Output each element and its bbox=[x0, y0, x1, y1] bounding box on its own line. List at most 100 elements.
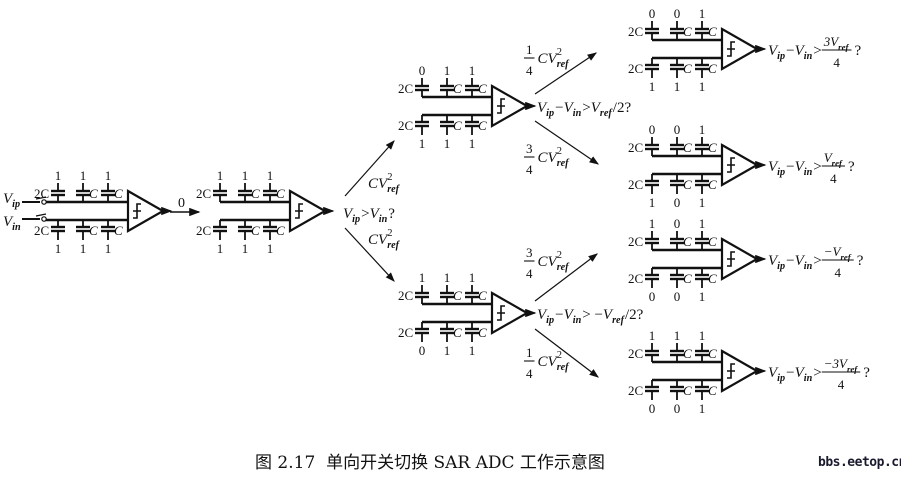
switch-bit: 1 bbox=[105, 241, 112, 256]
cap-value-label: 2C bbox=[628, 140, 643, 155]
subscript: ip bbox=[777, 373, 785, 384]
cap-value-label: C bbox=[89, 186, 98, 201]
hysteresis-icon bbox=[497, 98, 505, 114]
branch-arrow bbox=[344, 227, 395, 282]
capacitor-bottom-0: 12C bbox=[398, 115, 429, 151]
capacitor-bottom-0: 12C bbox=[628, 174, 659, 210]
capacitor-bottom-2: 1C bbox=[465, 322, 487, 358]
math-text: 4 bbox=[526, 366, 533, 381]
comparator bbox=[720, 143, 760, 187]
branch-arrow bbox=[534, 52, 597, 95]
hysteresis-icon bbox=[295, 203, 303, 219]
subscript: ref bbox=[838, 42, 849, 52]
capacitor-top-1: 0C bbox=[670, 122, 692, 156]
fraction-numerator: 1 bbox=[526, 42, 533, 57]
superscript: 2 bbox=[387, 172, 392, 183]
capacitor-top-2: 1C bbox=[695, 6, 717, 40]
input-switches bbox=[22, 196, 47, 222]
switch-bit: 1 bbox=[217, 168, 224, 183]
switch-bit: 1 bbox=[699, 79, 706, 94]
math-symbol: V bbox=[591, 100, 602, 116]
branch-arrow bbox=[344, 140, 395, 197]
comparator bbox=[490, 84, 530, 128]
superscript: 2 bbox=[557, 146, 562, 157]
math-text: > bbox=[582, 100, 590, 116]
cap-value-label: 2C bbox=[628, 234, 643, 249]
switch-bit: 1 bbox=[217, 241, 224, 256]
cap-value-label: 2C bbox=[628, 271, 643, 286]
subscript: ip bbox=[546, 315, 554, 326]
subscript: in bbox=[573, 108, 582, 119]
branch-arrow bbox=[534, 253, 598, 302]
math-text: 4 bbox=[526, 63, 533, 78]
switch-bit: 1 bbox=[699, 216, 706, 231]
math-symbol: V bbox=[548, 51, 559, 67]
cap-value-label: 2C bbox=[398, 81, 413, 96]
switch-contact bbox=[41, 199, 47, 205]
hysteresis-icon bbox=[727, 251, 735, 267]
step-label: 0 bbox=[178, 196, 185, 211]
math-text: 4 bbox=[526, 162, 533, 177]
cap-value-label: 2C bbox=[628, 177, 643, 192]
switch-bit: 1 bbox=[55, 241, 62, 256]
capacitor-top-0: 0 2C bbox=[398, 63, 429, 97]
switch-bit: 0 bbox=[674, 216, 681, 231]
cap-value-label: C bbox=[276, 223, 285, 238]
math-text: 3 bbox=[526, 245, 533, 260]
math-symbol: V bbox=[564, 307, 575, 323]
subscript: ip bbox=[777, 167, 785, 178]
capacitor-bottom-2: 1C bbox=[101, 220, 123, 256]
capacitor-bottom-1: 0C bbox=[670, 268, 692, 304]
hysteresis-icon bbox=[727, 157, 735, 173]
capacitor-bottom-1: 1C bbox=[76, 220, 98, 256]
math-symbol: C bbox=[368, 176, 379, 192]
cap-value-label: C bbox=[708, 177, 717, 192]
capacitor-top-2: 1C bbox=[465, 63, 487, 97]
cap-value-label: 2C bbox=[34, 223, 49, 238]
math-text: − bbox=[786, 253, 794, 269]
cap-value-label: 2C bbox=[628, 24, 643, 39]
switch-contact bbox=[41, 216, 47, 222]
fraction: 34 bbox=[524, 245, 535, 281]
fraction: 14 bbox=[524, 42, 535, 78]
fraction-denominator: 4 bbox=[526, 63, 533, 78]
cap-value-label: C bbox=[683, 177, 692, 192]
math-text: > bbox=[813, 365, 821, 381]
switch-bit: 1 bbox=[444, 270, 451, 285]
switch-bit: 1 bbox=[699, 6, 706, 21]
cap-value-label: C bbox=[708, 346, 717, 361]
cap-value-label: C bbox=[683, 234, 692, 249]
math-symbol: V bbox=[378, 232, 389, 248]
cap-value-label: C bbox=[708, 61, 717, 76]
switch-bit: 0 bbox=[674, 401, 681, 416]
cap-value-label: 2C bbox=[628, 61, 643, 76]
subscript: ip bbox=[777, 51, 785, 62]
math-text: ? bbox=[848, 159, 855, 175]
superscript: 2 bbox=[387, 228, 392, 239]
cap-value-label: C bbox=[89, 223, 98, 238]
capacitor-bottom-1: 0C bbox=[670, 380, 692, 416]
switch-bit: 0 bbox=[419, 63, 426, 78]
watermark: bbs.eetop.cn bbox=[818, 455, 901, 470]
fraction-numerator: 3 bbox=[526, 141, 533, 156]
math-symbol: C bbox=[538, 354, 549, 370]
cap-value-label: C bbox=[478, 288, 487, 303]
capacitor-top-2: 1C bbox=[101, 168, 123, 202]
switch-bit: 0 bbox=[649, 122, 656, 137]
cap-value-label: C bbox=[683, 61, 692, 76]
capacitor-bottom-0: 02C bbox=[628, 268, 659, 304]
cap-value-label: C bbox=[708, 271, 717, 286]
math-text: − bbox=[786, 159, 794, 175]
fraction-denominator: 4 bbox=[838, 377, 845, 392]
branch-arrow bbox=[534, 328, 599, 378]
switch-bit: 1 bbox=[80, 241, 87, 256]
math-text: − bbox=[555, 307, 563, 323]
